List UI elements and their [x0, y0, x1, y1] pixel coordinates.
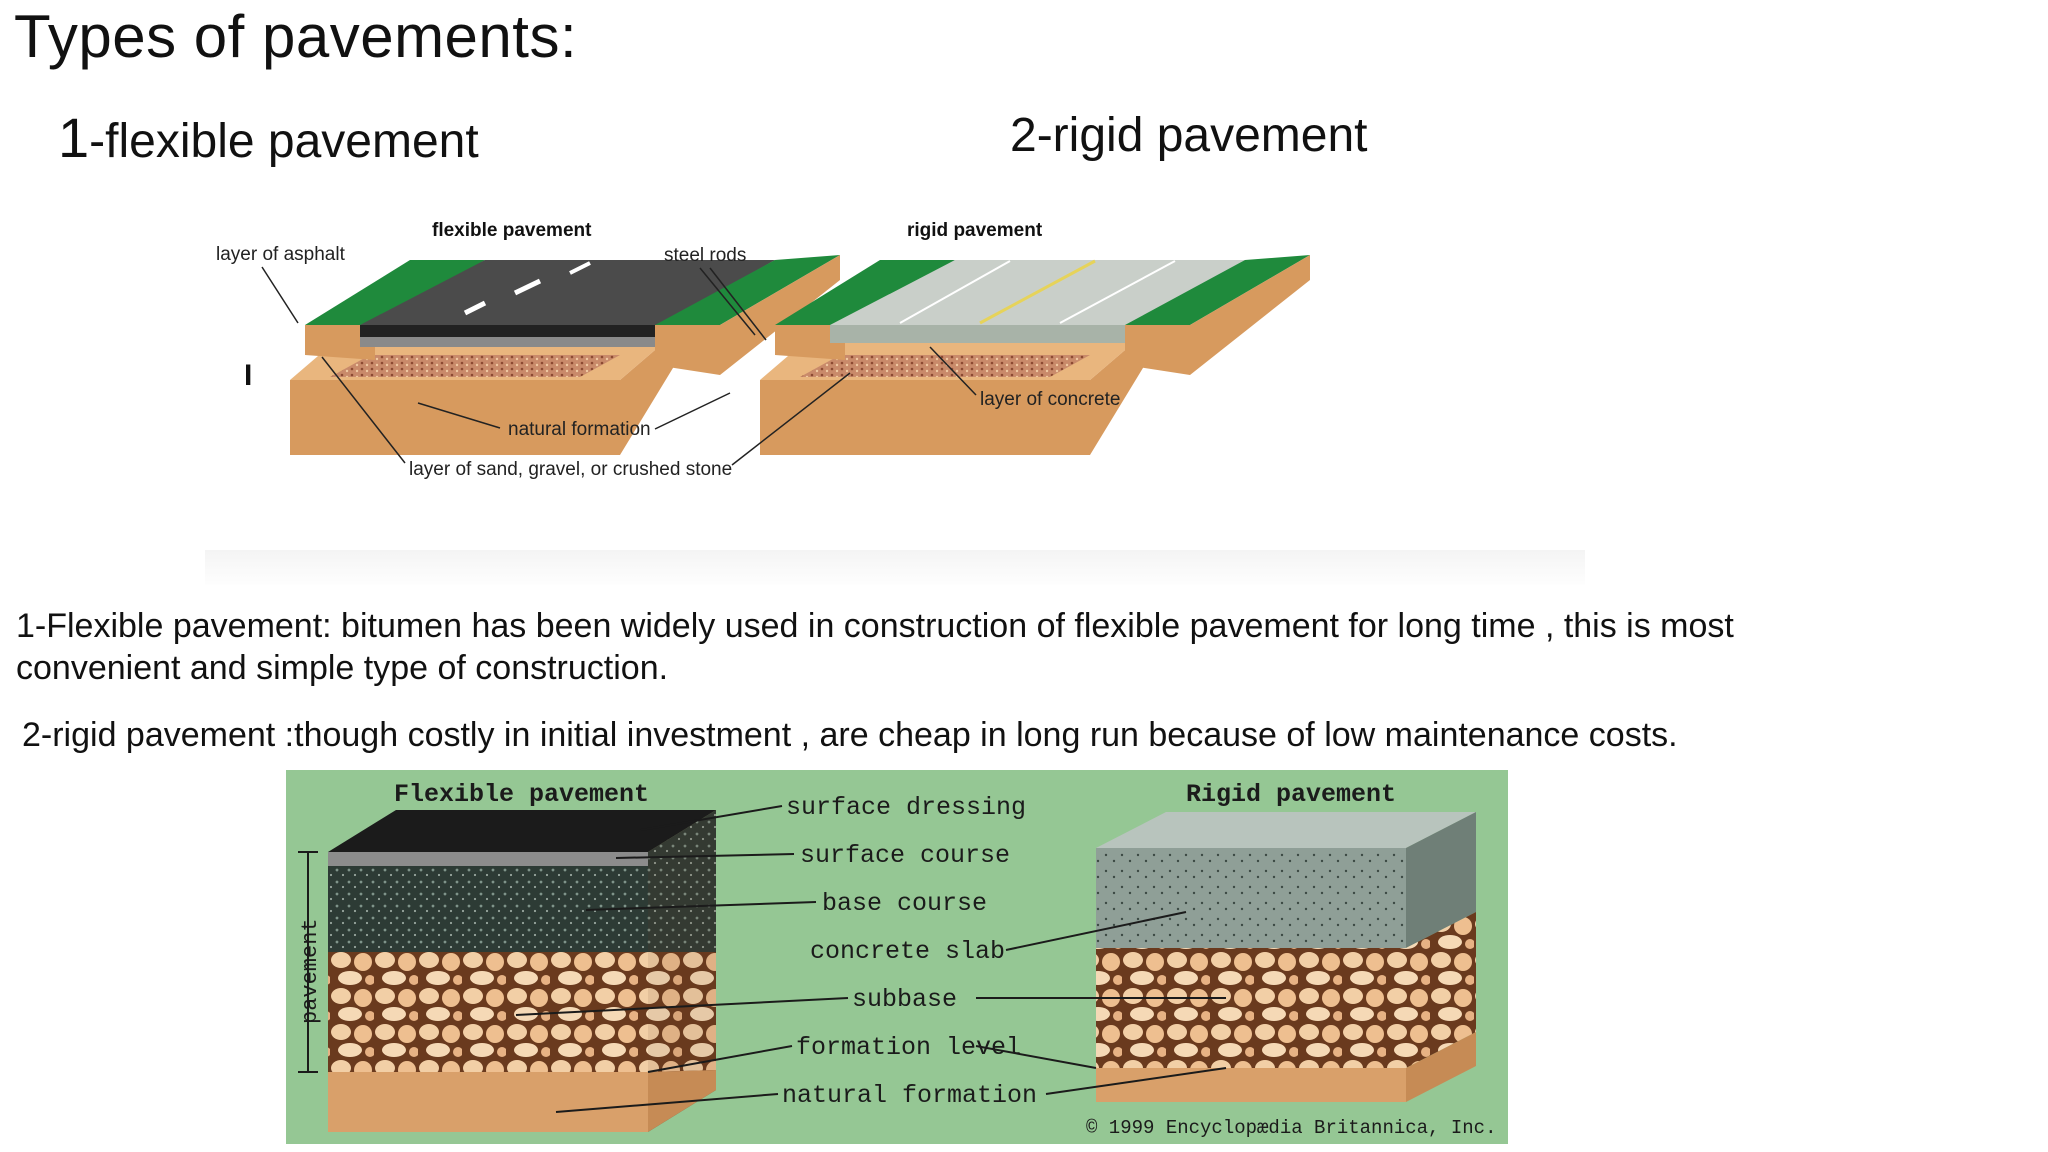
subtitle-flexible-number: 1: [58, 106, 90, 169]
paragraph-flexible-pavement: 1-Flexible pavement: bitumen has been wi…: [16, 607, 1734, 687]
flexible-pavement-heading: Flexible pavement: [394, 780, 649, 809]
leader-sand-right: [731, 372, 851, 466]
copyright-notice: © 1999 Encyclopædia Britannica, Inc.: [1086, 1117, 1496, 1139]
rigid-grass-left: [775, 260, 955, 325]
rigid-pavement-heading: Rigid pavement: [1186, 780, 1396, 809]
label-concrete-slab: concrete slab: [810, 937, 1005, 966]
rigid-gravel-layer: [800, 355, 1090, 377]
label-sand-gravel-stone: layer of sand, gravel, or crushed stone: [409, 459, 732, 480]
rigid-grass-right: [1125, 255, 1310, 325]
label-surface-dressing: surface dressing: [786, 793, 1026, 822]
rigid-diagram-title: rigid pavement: [907, 220, 1043, 241]
flexible-subbase: [328, 952, 648, 1072]
label-natural-formation-2: natural formation: [782, 1081, 1037, 1110]
leader-steel-rods-b: [709, 267, 767, 341]
flexible-surface-dressing: [328, 810, 716, 852]
flexible-grass-right: [655, 255, 840, 325]
stray-mark: I: [244, 359, 253, 392]
rigid-concrete-edge: [830, 325, 1130, 343]
subtitle-rigid: 2-rigid pavement: [1010, 109, 1368, 162]
label-natural-formation: natural formation: [508, 419, 651, 440]
label-base-course: base course: [822, 889, 987, 918]
label-subbase: subbase: [852, 985, 957, 1014]
rigid-subbase: [1096, 948, 1406, 1068]
leader-concrete: [929, 346, 977, 396]
subtitle-flexible: 1-flexible pavement: [58, 105, 479, 170]
flexible-diagram-title: flexible pavement: [432, 220, 592, 241]
pavement-layers-diagram: pavement Flexible pavement Rigid pavemen…: [286, 770, 1508, 1144]
slide-title: Types of pavements:: [14, 3, 578, 70]
leader-steel-rods-a: [699, 267, 756, 336]
diagram2-leader-lines: [515, 805, 1227, 1113]
leader-natural-left: [417, 402, 501, 429]
paragraph-rigid-pavement: 2-rigid pavement :though costly in initi…: [22, 716, 1678, 754]
flexible-surface-course-band: [328, 852, 648, 866]
flexible-asphalt-surface: [360, 260, 775, 325]
flexible-grass-left: [305, 260, 485, 325]
flexible-asphalt-edge: [360, 325, 660, 337]
flexible-gravel-layer: [330, 355, 620, 377]
subtitle-flexible-text: -flexible pavement: [89, 115, 479, 168]
label-layer-of-asphalt: layer of asphalt: [216, 244, 346, 265]
reflection-shadow: [205, 550, 1585, 585]
label-steel-rods: steel rods: [664, 245, 746, 266]
rigid-road-block: [760, 255, 1310, 455]
flexible-natural-formation: [328, 1072, 648, 1132]
flexible-layers-block: [328, 810, 716, 1132]
leader-natural-right: [654, 392, 731, 430]
rigid-concrete-slab: [1096, 848, 1406, 948]
flexible-formation: [290, 320, 690, 455]
road-cross-section-diagram: flexible pavement rigid pavement layer o…: [205, 220, 1585, 585]
pavement-side-label: pavement: [298, 918, 323, 1024]
label-surface-course: surface course: [800, 841, 1010, 870]
label-layer-of-concrete: layer of concrete: [980, 389, 1120, 410]
rigid-natural-formation: [1096, 1068, 1406, 1102]
leader-sand-left: [321, 356, 406, 464]
rigid-layers-block: [1096, 812, 1476, 1102]
rigid-formation: [760, 320, 1160, 455]
leader-asphalt: [261, 266, 299, 324]
